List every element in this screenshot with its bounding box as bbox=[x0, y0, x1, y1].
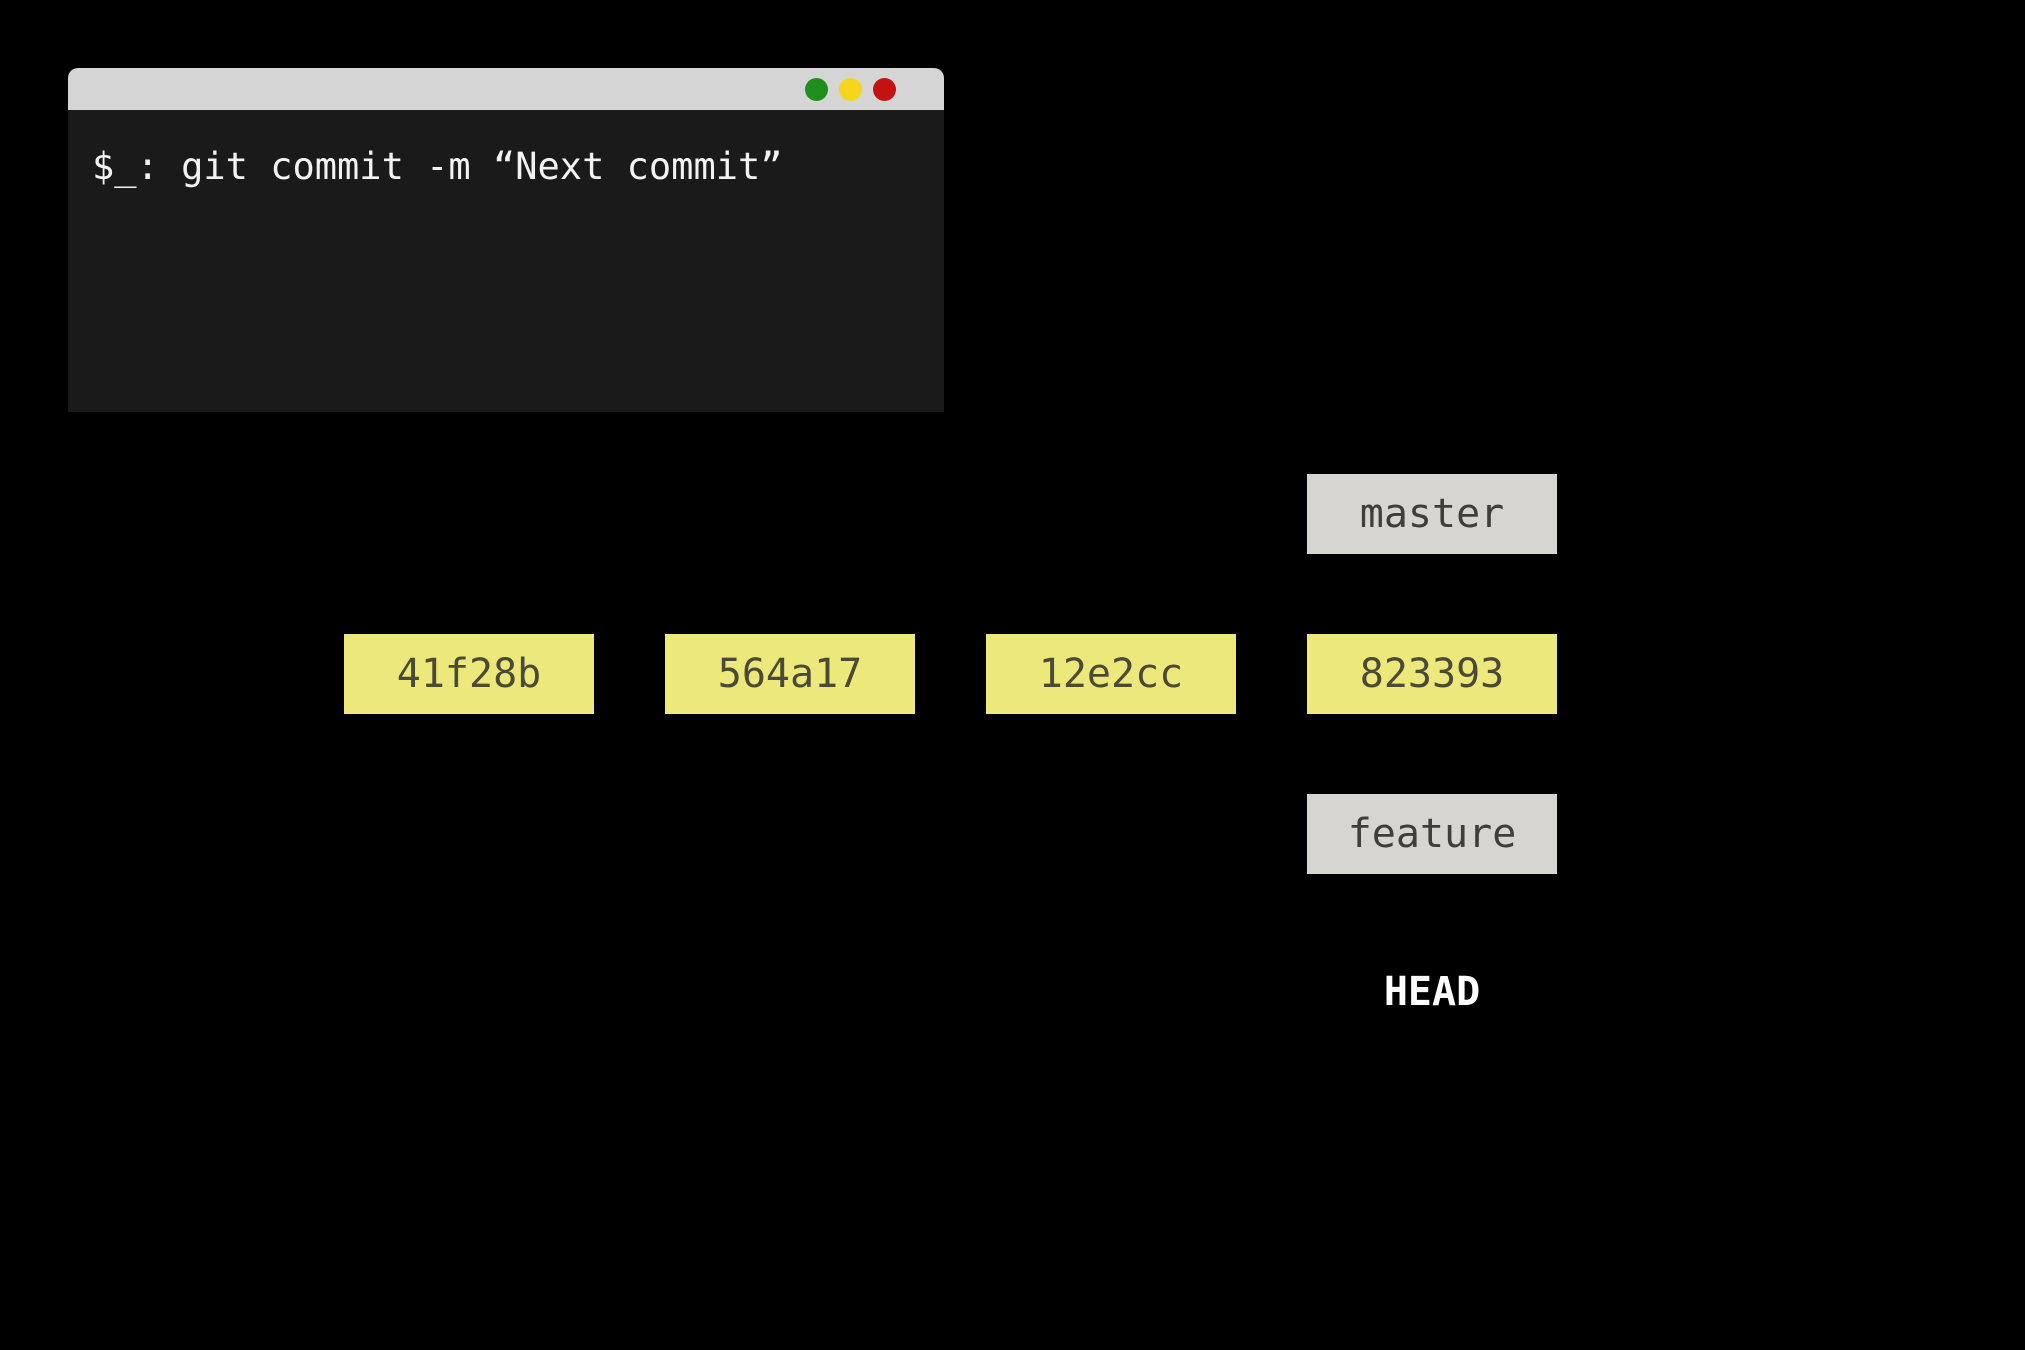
window-minimize-light-icon[interactable] bbox=[805, 77, 828, 101]
terminal-body: $_: git commit -m “Next commit” bbox=[68, 110, 944, 412]
commit-node: 823393 bbox=[1307, 634, 1557, 714]
terminal-command-text: $_: git commit -m “Next commit” bbox=[92, 145, 783, 188]
head-label: HEAD bbox=[1383, 969, 1481, 1015]
branch-label-feature: feature bbox=[1307, 794, 1557, 874]
terminal-window: $_: git commit -m “Next commit” bbox=[68, 68, 944, 412]
window-close-light-icon[interactable] bbox=[873, 77, 896, 101]
commit-node: 41f28b bbox=[344, 634, 594, 714]
terminal-titlebar bbox=[68, 68, 944, 110]
window-maximize-light-icon[interactable] bbox=[839, 77, 862, 101]
branch-label-master: master bbox=[1307, 474, 1557, 554]
commit-node: 12e2cc bbox=[986, 634, 1236, 714]
commit-node: 564a17 bbox=[665, 634, 915, 714]
